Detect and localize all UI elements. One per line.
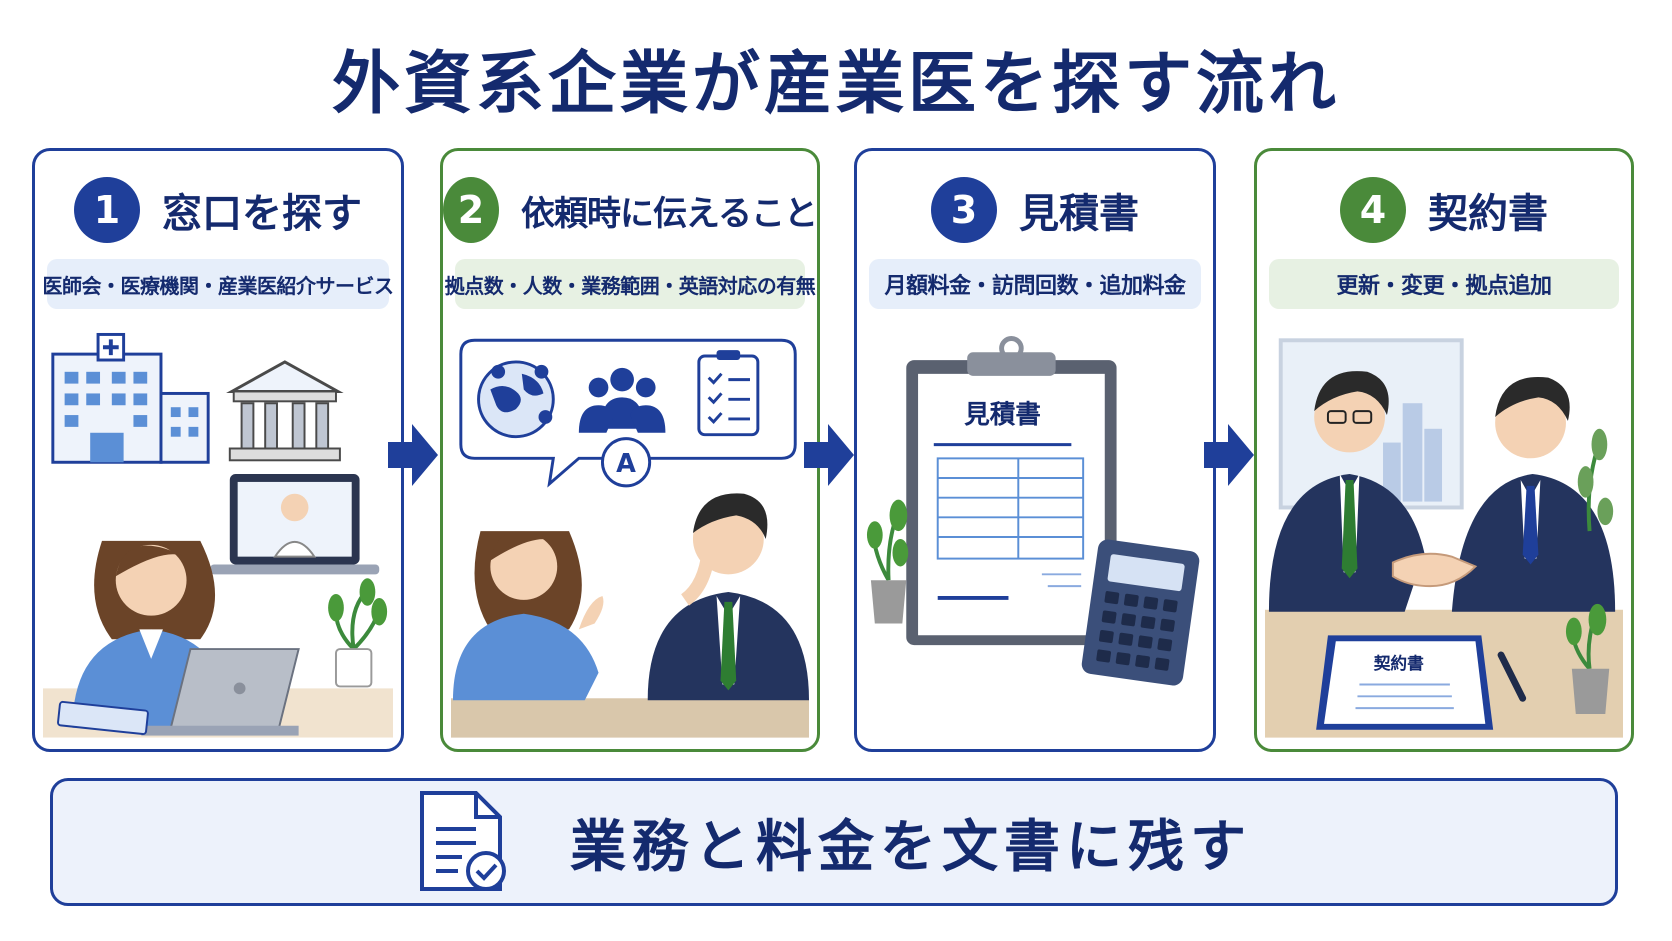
translation-icon: A <box>600 437 652 488</box>
step-card-3: 3 見積書 月額料金・訪問回数・追加料金 見積書 <box>854 148 1216 752</box>
quote-clipboard-icon: 見積書 <box>906 336 1117 646</box>
laptop-icon <box>141 648 300 736</box>
step-title-1: 窓口を探す <box>162 191 362 237</box>
potted-plant-icon <box>328 578 388 688</box>
step-subtitle-3: 月額料金・訪問回数・追加料金 <box>869 259 1201 309</box>
pen-icon <box>1497 651 1527 702</box>
summary-banner: 業務と料金を文書に残す <box>50 778 1618 906</box>
consultation-illustration: A <box>451 331 809 741</box>
step-header-4: 4 契約書 <box>1257 177 1631 243</box>
step-subtitle-4: 更新・変更・拠点追加 <box>1269 259 1619 309</box>
contract-document-icon: 契約書 <box>1316 635 1494 730</box>
step-title-4: 契約書 <box>1428 191 1548 237</box>
potted-plant-icon <box>1565 428 1614 715</box>
people-group-icon <box>578 367 666 433</box>
summary-text: 業務と料金を文書に残す <box>570 814 1252 880</box>
contract-illustration: 契約書 <box>1265 331 1623 741</box>
calculator-icon <box>1081 539 1200 686</box>
page-title: 外資系企業が産業医を探す流れ <box>331 45 1340 124</box>
speech-bubble-icon <box>459 338 797 488</box>
step-header-1: 1 窓口を探す <box>35 177 401 243</box>
step-card-4: 4 契約書 更新・変更・拠点追加 <box>1254 148 1634 752</box>
flow-arrow-3 <box>1204 424 1254 486</box>
flow-arrow-2 <box>804 424 854 486</box>
step-card-2: 2 依頼時に伝えること 拠点数・人数・業務範囲・英語対応の有無 <box>440 148 820 752</box>
translation-letter: A <box>616 449 636 479</box>
step-subtitle-2: 拠点数・人数・業務範囲・英語対応の有無 <box>445 259 816 309</box>
step-title-2: 依頼時に伝えること <box>521 193 817 234</box>
video-call-laptop-icon <box>210 474 380 575</box>
step-number-badge-1: 1 <box>74 177 140 243</box>
document-check-icon <box>420 791 506 891</box>
flow-arrow-1 <box>388 424 438 486</box>
globe-location-icon <box>477 360 555 439</box>
potted-plant-icon <box>866 499 909 624</box>
businessman-icon <box>647 493 809 701</box>
step-title-3: 見積書 <box>1019 191 1139 237</box>
step-number-badge-4: 4 <box>1340 177 1406 243</box>
businessman-left-icon <box>1268 371 1425 612</box>
step-number-badge-2: 2 <box>443 177 500 243</box>
checklist-icon <box>697 350 760 437</box>
step-subtitle-1: 医師会・医療機関・産業医紹介サービス <box>43 259 394 309</box>
step-header-2: 2 依頼時に伝えること <box>443 177 817 243</box>
businessman-right-icon <box>1451 376 1616 612</box>
step-header-3: 3 見積書 <box>857 177 1213 243</box>
contract-document-title: 契約書 <box>1373 653 1424 673</box>
contact-search-illustration <box>43 331 393 741</box>
quote-illustration: 見積書 <box>865 331 1205 741</box>
step-number-badge-3: 3 <box>931 177 997 243</box>
step-card-1: 1 窓口を探す 医師会・医療機関・産業医紹介サービス <box>32 148 404 752</box>
quote-document-title: 見積書 <box>964 400 1041 430</box>
hospital-icon <box>51 332 210 464</box>
handshake-icon <box>1391 552 1478 588</box>
woman-person-icon <box>452 531 604 701</box>
association-building-icon <box>226 360 344 462</box>
